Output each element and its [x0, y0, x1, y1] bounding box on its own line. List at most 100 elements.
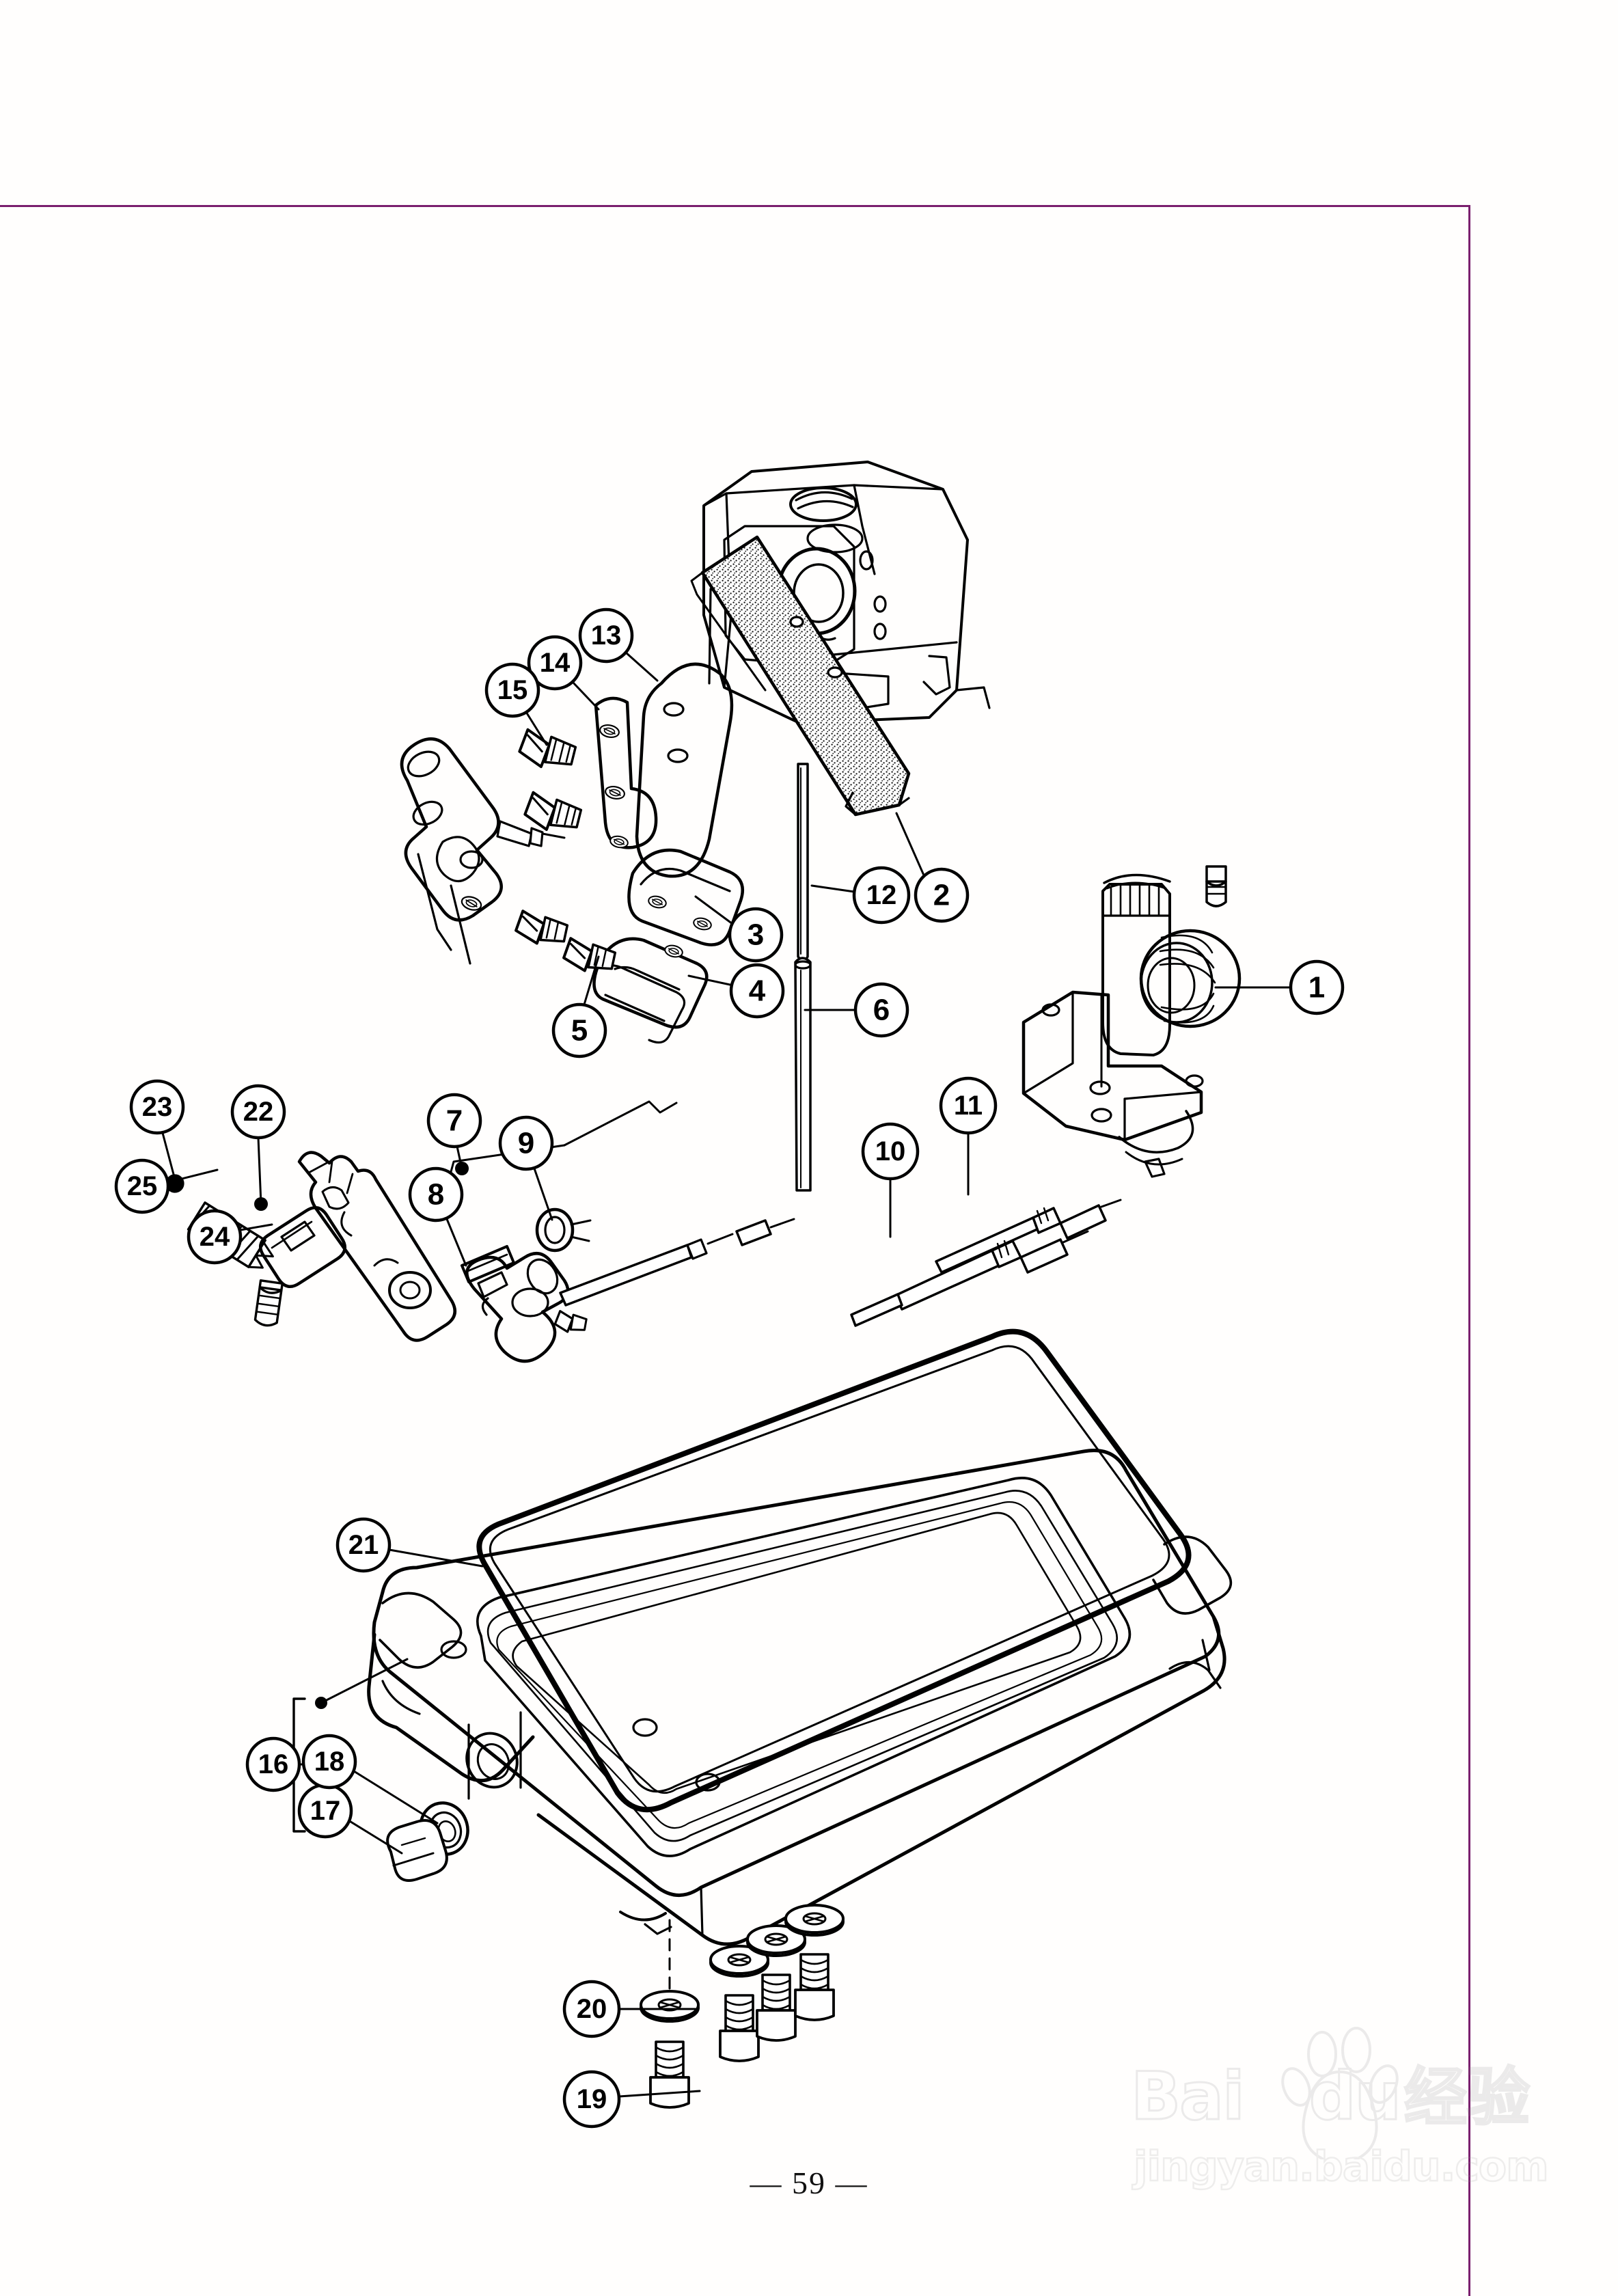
scan-frame-top-line: [0, 205, 1470, 207]
callout-label-21: 21: [348, 1530, 379, 1560]
callout-16[interactable]: 16: [245, 1736, 301, 1792]
callout-22[interactable]: 22: [230, 1084, 286, 1140]
callout-circle-10: [861, 1122, 920, 1181]
callout-circle-13: [578, 607, 634, 664]
presser-plate-3: [627, 848, 744, 946]
callout-4[interactable]: 4: [729, 963, 785, 1019]
callout-11[interactable]: 11: [939, 1076, 998, 1135]
callout-label-4: 4: [749, 974, 766, 1008]
callout-10[interactable]: 10: [861, 1122, 920, 1181]
leader-line-23: [161, 1132, 176, 1181]
callout-3[interactable]: 3: [728, 907, 784, 963]
callout-circle-8: [408, 1166, 464, 1222]
callout-label-22: 22: [243, 1097, 274, 1127]
callout-circle-5: [551, 1002, 607, 1058]
callout-circle-15: [484, 662, 540, 718]
leader-line-22: [257, 1136, 262, 1205]
crank-lever-assembly: [448, 1100, 795, 1363]
leader-line-9: [533, 1167, 553, 1221]
callout-circle-14: [527, 635, 583, 691]
callout-12[interactable]: 12: [852, 866, 911, 925]
callout-13[interactable]: 13: [578, 607, 634, 664]
leader-line-13: [625, 651, 659, 682]
push-rod-11: [935, 1199, 1122, 1274]
callout-circle-25: [114, 1158, 170, 1214]
leader-line-5: [583, 955, 600, 1006]
leader-line-12: [810, 884, 855, 893]
callout-label-14: 14: [540, 648, 571, 678]
callout-circle-18: [301, 1734, 357, 1790]
callout-label-23: 23: [142, 1092, 173, 1122]
callout-7[interactable]: 7: [426, 1093, 482, 1149]
mounting-bracket-14: [594, 696, 658, 850]
callout-circle-11: [939, 1076, 998, 1135]
callout-label-13: 13: [591, 620, 622, 651]
leader-line-15: [525, 711, 548, 746]
callout-label-5: 5: [571, 1014, 588, 1048]
callout-9[interactable]: 9: [498, 1115, 554, 1171]
callout-circle-19: [562, 2070, 621, 2129]
callout-8[interactable]: 8: [408, 1166, 464, 1222]
push-rod-10: [850, 1230, 1089, 1327]
callout-label-10: 10: [875, 1136, 906, 1166]
leader-line-19: [618, 2090, 701, 2098]
leader-line-14: [571, 681, 600, 711]
callout-label-24: 24: [200, 1222, 230, 1252]
leader-line-18: [353, 1770, 439, 1824]
callout-label-8: 8: [428, 1178, 444, 1212]
callout-15[interactable]: 15: [484, 662, 540, 718]
callout-leader-lines: [161, 651, 1292, 2098]
callout-label-16: 16: [258, 1749, 289, 1779]
callout-circle-6: [853, 982, 909, 1038]
callout-circle-16: [245, 1736, 301, 1792]
connecting-shaft-6: [794, 957, 812, 1192]
feed-belt-part: [690, 535, 911, 817]
callout-14[interactable]: 14: [527, 635, 583, 691]
page-number: — 59 —: [750, 2165, 868, 2200]
callout-17[interactable]: 17: [297, 1783, 353, 1839]
screw-17: [386, 1819, 448, 1882]
scan-frame-right-line: [1468, 205, 1470, 2296]
callout-23[interactable]: 23: [129, 1079, 185, 1135]
callout-label-20: 20: [577, 1994, 607, 2024]
leader-line-3: [694, 895, 734, 925]
callout-20[interactable]: 20: [562, 1980, 621, 2038]
callout-circle-1: [1289, 959, 1345, 1015]
callout-1[interactable]: 1: [1289, 959, 1345, 1015]
callout-21[interactable]: 21: [335, 1517, 392, 1573]
callout-circle-20: [562, 1980, 621, 2038]
callout-label-17: 17: [310, 1796, 341, 1826]
connecting-shaft-12: [797, 763, 809, 965]
callout-label-7: 7: [446, 1104, 463, 1138]
leader-line-8: [445, 1218, 467, 1267]
callout-label-18: 18: [314, 1747, 345, 1777]
callout-5[interactable]: 5: [551, 1002, 607, 1058]
callout-label-3: 3: [748, 918, 764, 952]
callout-18[interactable]: 18: [301, 1734, 357, 1790]
callout-circle-21: [335, 1517, 392, 1573]
drive-pulley-bracket-1: [1021, 865, 1242, 1178]
leader-line-21: [388, 1548, 484, 1568]
callout-2[interactable]: 2: [914, 867, 970, 923]
callout-circle-7: [426, 1093, 482, 1149]
callout-circle-2: [914, 867, 970, 923]
callout-circle-3: [728, 907, 784, 963]
callout-24[interactable]: 24: [187, 1209, 243, 1265]
callout-25[interactable]: 25: [114, 1158, 170, 1214]
callout-label-1: 1: [1308, 971, 1325, 1004]
leader-line-4: [687, 974, 735, 987]
callout-19[interactable]: 19: [562, 2070, 621, 2129]
callout-6[interactable]: 6: [853, 982, 909, 1038]
callout-circle-24: [187, 1209, 243, 1265]
mounting-screw-washer-set: [640, 1904, 845, 2109]
leader-line-24: [239, 1223, 273, 1231]
callout-dot-markers: [254, 1162, 469, 1211]
callout-circle-12: [852, 866, 911, 925]
gasket-21: [476, 1328, 1192, 1813]
callout-label-25: 25: [127, 1171, 158, 1201]
oval-plate-13: [635, 662, 734, 878]
callout-circle-4: [729, 963, 785, 1019]
